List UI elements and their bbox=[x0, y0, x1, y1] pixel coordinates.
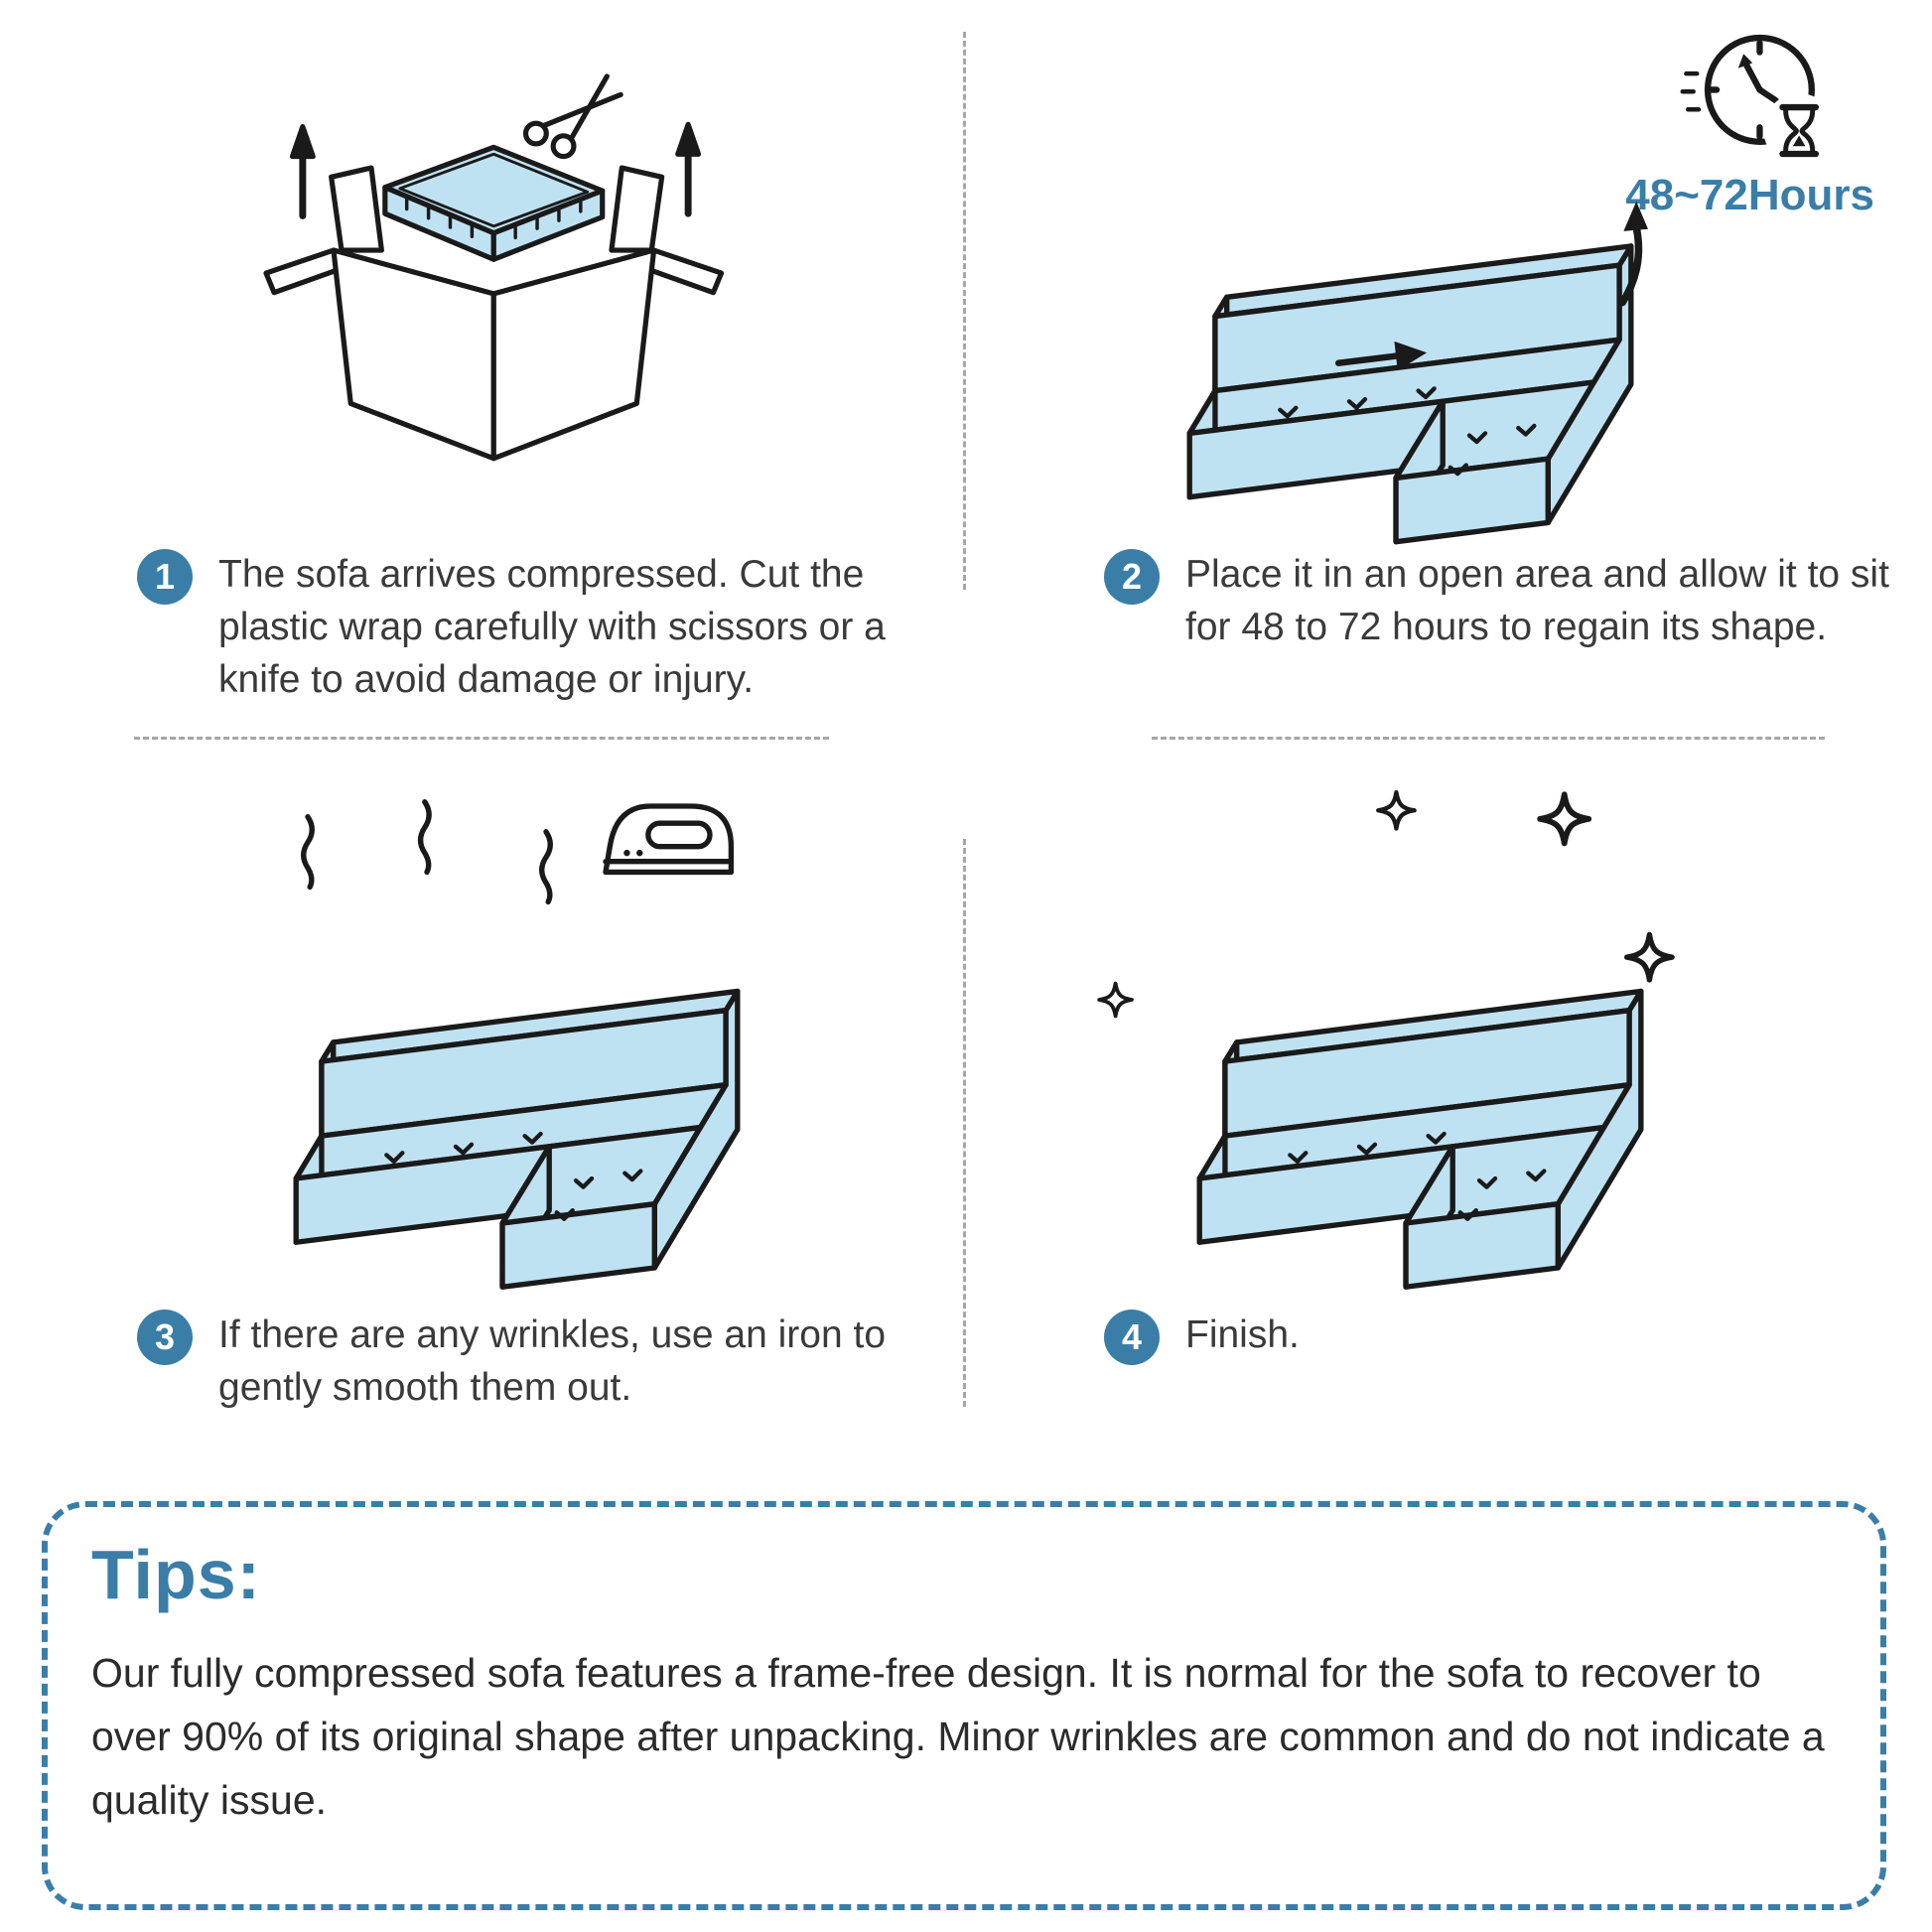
sofa-resting-svg bbox=[1067, 201, 1648, 552]
clock-illustration bbox=[1680, 20, 1838, 177]
tips-title: Tips: bbox=[91, 1536, 261, 1613]
step-3-caption: 3 If there are any wrinkles, use an iron… bbox=[137, 1309, 977, 1414]
box-cutting-illustration bbox=[213, 69, 740, 482]
iron-icon bbox=[603, 803, 735, 876]
arrow-up-icon bbox=[675, 121, 702, 217]
arrow-up-icon bbox=[289, 124, 316, 219]
plastic-wrap-ticks bbox=[404, 197, 583, 240]
step-1-number-badge: 1 bbox=[137, 549, 193, 605]
step-3-number-badge: 3 bbox=[137, 1310, 193, 1365]
step-4-text: Finish. bbox=[1185, 1313, 1300, 1356]
hourglass-icon bbox=[1763, 93, 1836, 166]
horizontal-divider-right bbox=[1152, 737, 1825, 740]
motion-lines bbox=[1680, 70, 1702, 112]
step-2-text: Place it in an open area and allow it to… bbox=[1185, 553, 1889, 649]
horizontal-divider-left bbox=[134, 737, 829, 740]
recover-arrow-icon bbox=[1618, 201, 1648, 307]
steam-lines bbox=[304, 802, 551, 902]
sofa-ironing-svg bbox=[174, 776, 769, 1287]
step-2-number-badge: 2 bbox=[1104, 549, 1160, 605]
step-2-caption: 2 Place it in an open area and allow it … bbox=[1104, 548, 1916, 653]
sparkle-icon bbox=[1097, 792, 1672, 1019]
sofa-finished-svg bbox=[1097, 776, 1673, 1287]
sofa-illustration bbox=[296, 991, 738, 1287]
sofa-resting-illustration bbox=[1067, 84, 1663, 552]
duration-label: 48~72Hours bbox=[1625, 171, 1874, 219]
sofa-ironing-illustration bbox=[174, 776, 769, 1287]
step-4-number-badge: 4 bbox=[1104, 1310, 1160, 1365]
clock-icon bbox=[1680, 34, 1836, 166]
step-1-caption: 1 The sofa arrives compressed. Cut the p… bbox=[137, 548, 963, 706]
vertical-divider-top bbox=[963, 32, 966, 590]
box-back-flaps bbox=[329, 165, 665, 253]
step-3-text: If there are any wrinkles, use an iron t… bbox=[218, 1313, 887, 1410]
box-cutting-svg bbox=[263, 73, 725, 462]
step-1-text: The sofa arrives compressed. Cut the pla… bbox=[218, 553, 886, 702]
compressed-sofa-slab bbox=[382, 144, 606, 262]
expand-arrow-icon bbox=[1334, 341, 1428, 371]
tips-body: Our fully compressed sofa features a fra… bbox=[91, 1650, 1825, 1823]
sofa-illustration bbox=[1189, 246, 1631, 542]
sofa-illustration bbox=[1199, 991, 1641, 1287]
step-4-caption: 4 Finish. bbox=[1104, 1309, 1720, 1365]
sofa-finished-illustration bbox=[1077, 776, 1673, 1287]
vertical-divider-bottom bbox=[963, 839, 966, 1407]
tips-box: Tips: Our fully compressed sofa features… bbox=[42, 1501, 1886, 1910]
cardboard-box bbox=[263, 247, 725, 462]
scissors-icon bbox=[522, 73, 623, 160]
